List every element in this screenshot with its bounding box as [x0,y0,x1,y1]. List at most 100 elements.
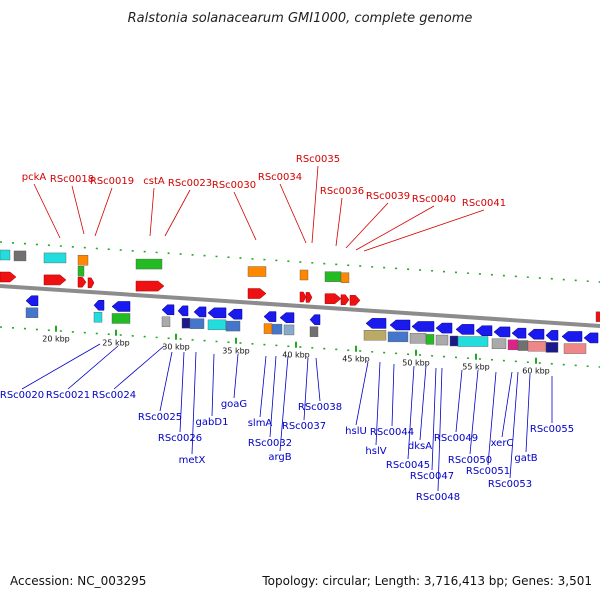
forward-leader-line [279,183,307,244]
label-leader-lines [21,165,553,492]
reverse-gene-arrow [561,331,583,342]
reverse-gene-arrow [227,308,243,320]
scale-tick-label: 45 kbp [342,355,370,364]
backbone-line [0,284,600,328]
forward-gene-arrow [340,294,350,305]
forward-feature-block [77,254,89,266]
reverse-gene-arrow [583,332,599,344]
reverse-feature-block [563,343,587,354]
reverse-leader-line [355,361,369,426]
genome-summary-text: Topology: circular; Length: 3,716,413 bp… [262,574,592,588]
forward-gene-arrow [299,291,307,303]
reverse-feature-block [457,336,489,347]
forward-gene-arrow [77,276,87,288]
reverse-gene-label: RSc0020 [0,390,44,401]
reverse-gene-arrow [455,324,475,335]
forward-gene-label: cstA [143,176,165,187]
reverse-gene-label: RSc0021 [46,390,90,401]
forward-feature-block [43,252,67,264]
reverse-feature-block [449,335,459,347]
reverse-gene-arrow [511,327,527,339]
reverse-strand-features [25,295,599,354]
forward-strand-features [0,249,600,322]
reverse-leader-line [211,353,215,417]
reverse-gene-label: RSc0048 [416,492,460,503]
reverse-gene-arrow [527,328,545,340]
reverse-gene-arrow [493,326,511,338]
reverse-feature-block [491,338,507,349]
reverse-gene-arrow [411,321,435,332]
reverse-leader-line [437,367,443,492]
reverse-feature-block [363,330,387,341]
reverse-gene-arrow [279,312,295,323]
reverse-feature-block [25,307,39,318]
reverse-leader-line [375,361,381,446]
reverse-feature-block [225,320,241,332]
reverse-gene-arrow [545,330,559,341]
reverse-gene-arrow [193,306,207,318]
forward-leader-line [233,191,257,241]
reverse-feature-block [517,340,529,351]
reverse-gene-label: gatB [514,453,537,464]
forward-gene-label: pckA [22,172,47,183]
reverse-gene-label: RSc0047 [410,471,454,482]
reverse-feature-block [283,324,295,336]
reverse-gene-label: hslV [365,446,386,457]
reverse-gene-arrow [161,304,175,316]
reverse-leader-line [269,355,277,438]
forward-gene-label: RSc0023 [168,178,212,189]
reverse-gene-label: metX [179,455,206,466]
forward-gene-arrow [0,271,17,283]
reverse-leader-line [113,345,165,390]
scale-tick-label: 60 kbp [522,367,550,376]
forward-gene-label: RSc0041 [462,198,506,209]
forward-feature-block [324,271,342,282]
guide-forward-outer [0,241,600,283]
reverse-feature-block [409,333,427,344]
reverse-gene-arrow [207,307,227,319]
forward-leader-line [164,189,191,237]
reverse-feature-block [161,316,171,327]
reverse-leader-line [315,357,321,402]
forward-feature-block [595,311,600,322]
forward-gene-label: RSc0036 [320,186,364,197]
forward-feature-block [247,266,267,277]
forward-feature-block [0,249,11,261]
reverse-gene-arrow [309,314,321,325]
reverse-feature-block [111,313,131,324]
reverse-leader-line [487,371,497,466]
forward-leader-line [149,187,155,237]
reverse-feature-block [181,317,191,329]
scale-tick-label: 35 kbp [222,347,250,356]
accession-text: Accession: NC_003295 [10,574,147,588]
forward-gene-label: RSc0018 [50,174,94,185]
forward-gene-arrow [247,288,267,299]
forward-feature-block [135,258,163,270]
reverse-leader-line [259,355,267,418]
reverse-gene-label: hslU [345,426,367,437]
reverse-gene-arrow [435,322,453,334]
reverse-feature-block [207,319,227,331]
reverse-gene-label: RSc0049 [434,433,478,444]
forward-feature-block [340,272,350,283]
reverse-gene-arrow [475,325,493,336]
reverse-gene-label: RSc0024 [92,390,136,401]
genome-backbone [0,284,600,328]
forward-gene-arrow [305,292,313,303]
forward-gene-label: RSc0030 [212,180,256,191]
reverse-feature-block [93,312,103,323]
forward-leader-line [363,209,485,252]
reverse-leader-line [501,371,513,438]
scale-tick-label: 20 kbp [42,335,70,344]
forward-feature-block [77,266,85,277]
reverse-leader-line [431,367,437,471]
reverse-leader-line [191,351,197,455]
reverse-leader-line [525,373,531,453]
forward-feature-block [13,250,27,262]
reverse-gene-arrow [93,300,105,311]
forward-leader-line [355,205,435,251]
